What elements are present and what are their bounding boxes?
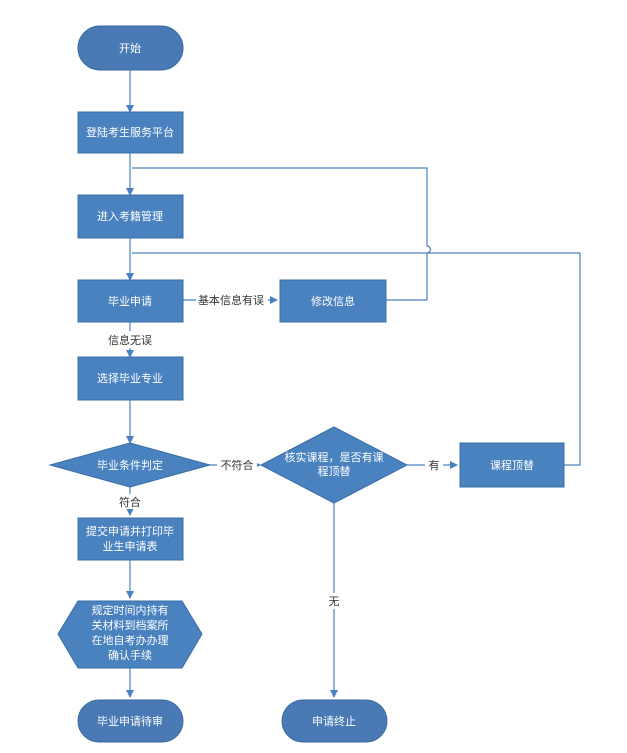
node-start-label: 开始 bbox=[119, 41, 141, 55]
node-course-substitute: 课程顶替 bbox=[459, 442, 565, 488]
node-login: 登陆考生服务平台 bbox=[77, 111, 184, 154]
node-graduation-apply-label: 毕业申请 bbox=[108, 295, 152, 308]
node-verify-course-line1: 核实课程，是否有课 bbox=[285, 450, 384, 464]
node-graduation-apply: 毕业申请 bbox=[77, 279, 184, 323]
node-terminate-label: 申请终止 bbox=[312, 714, 356, 728]
node-pending-label: 毕业申请待审 bbox=[97, 714, 163, 728]
node-archive-confirm-line1: 规定时间内持有 bbox=[92, 603, 169, 617]
label-info-error: 基本信息有误 bbox=[198, 293, 264, 307]
node-course-substitute-label: 课程顶替 bbox=[490, 458, 534, 472]
node-start: 开始 bbox=[77, 25, 184, 71]
node-select-major-label: 选择毕业专业 bbox=[97, 371, 163, 385]
edges bbox=[126, 70, 581, 698]
node-pending: 毕业申请待审 bbox=[77, 699, 184, 743]
edge-labels: 基本信息有误 信息无误 不符合 符合 有 无 bbox=[104, 291, 443, 609]
node-submit-print: 提交申请并打印毕 业生申请表 bbox=[77, 517, 184, 561]
node-select-major: 选择毕业专业 bbox=[77, 356, 184, 401]
node-enter-registry-label: 进入考籍管理 bbox=[97, 209, 163, 223]
node-modify-info: 修改信息 bbox=[279, 279, 387, 323]
label-no: 无 bbox=[329, 595, 340, 608]
node-modify-info-label: 修改信息 bbox=[311, 294, 355, 308]
node-condition-check: 毕业条件判定 bbox=[48, 442, 212, 488]
node-archive-confirm-line3: 在地自考办办理 bbox=[92, 634, 169, 647]
label-info-ok: 信息无误 bbox=[108, 333, 152, 347]
label-meet: 符合 bbox=[119, 495, 141, 509]
node-enter-registry: 进入考籍管理 bbox=[77, 194, 184, 239]
node-terminate: 申请终止 bbox=[281, 699, 388, 743]
node-verify-course-line2: 程顶替 bbox=[318, 464, 351, 478]
node-login-label: 登陆考生服务平台 bbox=[86, 125, 174, 139]
node-condition-check-label: 毕业条件判定 bbox=[97, 458, 163, 472]
node-verify-course: 核实课程，是否有课 程顶替 bbox=[259, 426, 409, 504]
node-archive-confirm-line4: 确认手续 bbox=[108, 648, 152, 662]
label-yes: 有 bbox=[429, 458, 440, 472]
edge-substitute-back-apply bbox=[132, 252, 581, 466]
node-submit-print-line1: 提交申请并打印毕 bbox=[86, 524, 174, 538]
node-submit-print-line2: 业生申请表 bbox=[103, 539, 158, 553]
node-archive-confirm-line2: 关材料到档案所 bbox=[92, 618, 169, 632]
label-not-meet: 不符合 bbox=[221, 458, 254, 472]
node-archive-confirm: 规定时间内持有 关材料到档案所 在地自考办办理 确认手续 bbox=[57, 600, 203, 669]
